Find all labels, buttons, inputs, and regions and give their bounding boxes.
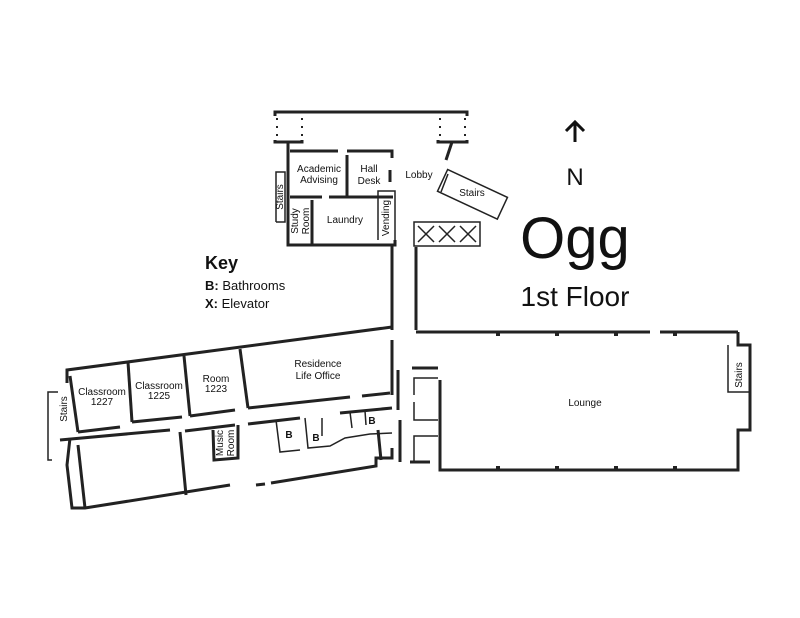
room-stairs-east: Stairs	[734, 362, 745, 388]
lounge-walls	[416, 330, 752, 472]
key-item-bathrooms: B: Bathrooms	[205, 278, 286, 293]
key-heading: Key	[205, 253, 238, 273]
room-stairs-north: Stairs	[459, 188, 485, 199]
compass-label: N	[566, 164, 583, 191]
west-wing-walls	[47, 325, 394, 510]
floor-subtitle: 1st Floor	[521, 281, 630, 312]
key-item-elevator: X: Elevator	[205, 296, 270, 311]
room-stairs-west: Stairs	[59, 396, 70, 422]
room-lounge: Lounge	[568, 398, 602, 409]
room-laundry: Laundry	[327, 215, 363, 226]
north-arrow-icon	[564, 119, 586, 142]
room-music-room: MusicRoom	[215, 430, 237, 457]
building-title: Ogg	[520, 206, 630, 271]
bathroom-1: B	[285, 430, 292, 441]
elevator-icon	[413, 221, 481, 247]
room-stairs-north-west: Stairs	[275, 184, 286, 210]
corridor-walls	[396, 366, 438, 464]
room-study-room: StudyRoom	[290, 208, 312, 235]
bathroom-3: B	[368, 416, 375, 427]
bathroom-2: B	[312, 433, 319, 444]
room-vending: Vending	[381, 200, 392, 236]
room-lobby: Lobby	[405, 170, 432, 181]
north-wing-walls	[273, 110, 509, 330]
